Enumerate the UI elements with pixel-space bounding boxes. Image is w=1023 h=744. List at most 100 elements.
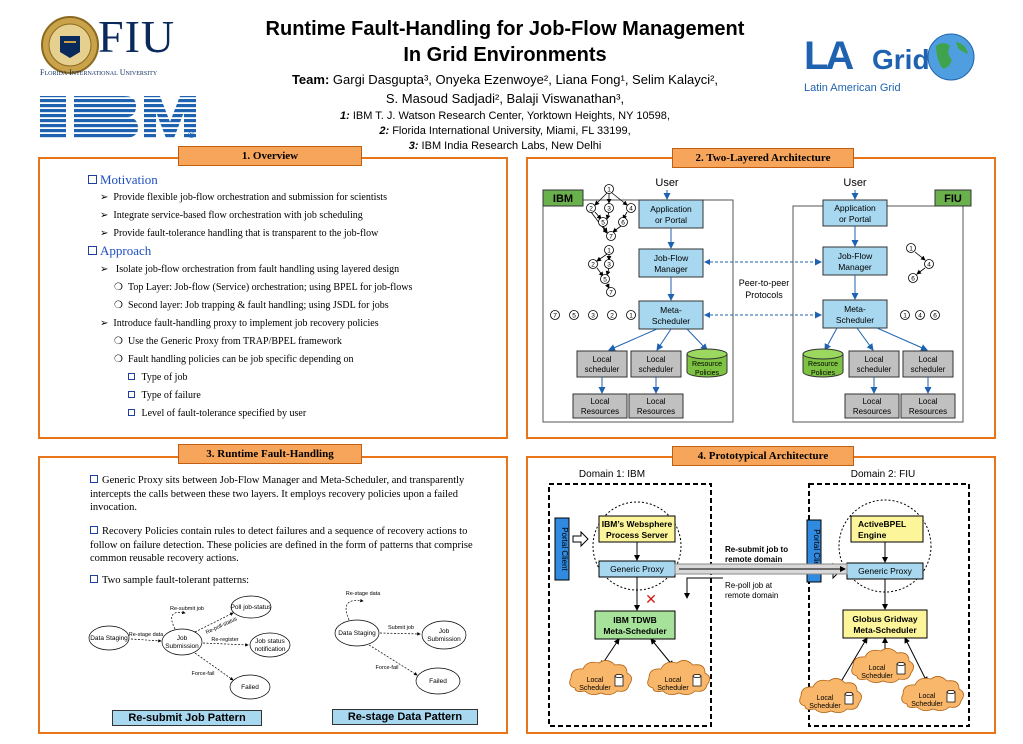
svg-text:3: 3 bbox=[607, 205, 611, 212]
svg-text:Job: Job bbox=[177, 635, 188, 642]
svg-text:3: 3 bbox=[591, 312, 595, 319]
fiu-logo: FIU Florida International University bbox=[40, 11, 200, 84]
svg-text:Local: Local bbox=[919, 693, 936, 700]
meta-scheduler-left bbox=[638, 300, 704, 330]
local-resources-right-2 bbox=[900, 393, 956, 419]
fiu-domain-tag bbox=[934, 189, 972, 207]
square-bullet-icon bbox=[90, 526, 98, 534]
meta-scheduler-right bbox=[822, 299, 888, 329]
square-bullet-icon bbox=[128, 373, 135, 380]
poster-title-line2: In Grid Environments bbox=[403, 44, 607, 66]
fault-paragraph-1: Generic Proxy sits between Job-Flow Mana… bbox=[90, 475, 465, 513]
team-line1: Team: Gargi Dasgupta³, Onyeka Ezenwoye²,… bbox=[200, 72, 810, 87]
rs-job-submission-state bbox=[161, 628, 203, 656]
square-bullet-icon bbox=[88, 246, 97, 255]
svg-text:2: 2 bbox=[610, 312, 614, 319]
svg-text:Resources: Resources bbox=[637, 407, 675, 416]
fault-paragraph-3: Two sample fault-tolerant patterns: bbox=[90, 574, 490, 588]
portal-client-left bbox=[554, 517, 570, 581]
rs-poll-status-state bbox=[230, 595, 272, 619]
svg-text:Submission: Submission bbox=[165, 643, 199, 650]
lagrid-subtitle: Latin American Grid bbox=[804, 82, 901, 94]
flow-node-mid-5: 5 bbox=[600, 274, 610, 284]
ibm-domain-label: IBM bbox=[553, 193, 573, 205]
svg-text:Application: Application bbox=[834, 203, 876, 213]
domain1-box bbox=[548, 483, 712, 727]
svg-text:1: 1 bbox=[629, 312, 633, 319]
svg-text:Data Staging: Data Staging bbox=[90, 635, 128, 642]
svg-text:2: 2 bbox=[591, 261, 595, 268]
svg-text:Local: Local bbox=[665, 677, 682, 684]
svg-text:Scheduler: Scheduler bbox=[861, 673, 893, 680]
svg-text:Local: Local bbox=[646, 355, 665, 364]
svg-text:Re-poll-status: Re-poll-status bbox=[205, 616, 239, 636]
svg-text:scheduler: scheduler bbox=[585, 365, 620, 374]
team-label: Team: bbox=[291, 72, 330, 87]
svg-text:Generic Proxy: Generic Proxy bbox=[610, 564, 665, 574]
overview-title: 1. Overview bbox=[178, 146, 362, 166]
affiliation-2: 2: Florida International University, Mia… bbox=[379, 125, 631, 137]
flow-node-right-1: 1 bbox=[906, 243, 916, 253]
domain2-label: Domain 2: FIU bbox=[851, 469, 915, 480]
type-item-2: Type of failure bbox=[128, 390, 201, 401]
svg-text:Resources: Resources bbox=[909, 407, 947, 416]
ibm-logo: ® bbox=[38, 94, 198, 144]
flow-node-top-2: 2 bbox=[586, 203, 596, 213]
svg-text:Portal Client: Portal Client bbox=[560, 527, 569, 571]
svg-text:Resource: Resource bbox=[692, 361, 722, 368]
svg-text:Resource: Resource bbox=[808, 361, 838, 368]
ibm-domain-box bbox=[542, 199, 734, 423]
approach-sub-2b: ❍ Fault handling policies can be job spe… bbox=[114, 354, 354, 365]
svg-text:Meta-: Meta- bbox=[844, 304, 866, 314]
approach-heading: Approach bbox=[88, 243, 151, 259]
local-resources-left-1 bbox=[572, 393, 628, 419]
type-item-1: Type of job bbox=[128, 372, 187, 383]
flow-node-top-3: 3 bbox=[604, 203, 614, 213]
fiu-domain-label: FIU bbox=[944, 193, 962, 205]
flow-node-mid-7: 7 bbox=[606, 287, 616, 297]
flow-node-top-5: 5 bbox=[598, 217, 608, 227]
resubmit-remote-label-2: remote domain bbox=[725, 555, 782, 564]
fiu-wordmark: FIU bbox=[98, 11, 176, 62]
type-item-3: Level of fault-tolerance specified by us… bbox=[128, 408, 306, 419]
team-members-1: Gargi Dasgupta³, Onyeka Ezenwoye², Liana… bbox=[332, 72, 719, 87]
square-bullet-icon bbox=[88, 175, 97, 184]
database-icon bbox=[844, 692, 854, 705]
repoll-arrow bbox=[684, 577, 723, 599]
svg-text:Policies: Policies bbox=[695, 370, 720, 377]
svg-text:Manager: Manager bbox=[838, 262, 872, 272]
job-flow-graph-right bbox=[914, 251, 926, 275]
svg-text:Local: Local bbox=[590, 397, 609, 406]
fiu-seal-icon bbox=[41, 16, 99, 74]
svg-text:Manager: Manager bbox=[654, 264, 688, 274]
ibm-striped-logo-icon bbox=[40, 96, 196, 138]
svg-text:4: 4 bbox=[927, 261, 931, 268]
rs-status-notification-state bbox=[249, 632, 291, 658]
flow-node-top-1: 1 bbox=[604, 184, 614, 194]
fiu-university-name: Florida International University bbox=[40, 68, 158, 77]
svg-text:Meta-Scheduler: Meta-Scheduler bbox=[853, 625, 917, 635]
affiliation-3: 3: IBM India Research Labs, New Delhi bbox=[408, 140, 602, 152]
resubmit-job-pattern: Data Staging Job Submission Poll job-sta… bbox=[88, 595, 291, 700]
resource-policies-left: Resource Policies bbox=[686, 348, 728, 378]
square-bullet-icon bbox=[128, 391, 135, 398]
svg-text:Force-fail: Force-fail bbox=[376, 665, 399, 671]
svg-text:5: 5 bbox=[603, 276, 607, 283]
team-line2: S. Masoud Sadjadi², Balaji Viswanathan³, bbox=[385, 91, 625, 106]
svg-text:Scheduler: Scheduler bbox=[579, 685, 611, 692]
fault-pattern-diagrams: Data Staging Job Submission Poll job-sta… bbox=[88, 591, 467, 700]
svg-text:Scheduler: Scheduler bbox=[652, 316, 690, 326]
app-portal-left bbox=[638, 199, 704, 229]
svg-text:1: 1 bbox=[607, 186, 611, 193]
repoll-remote-label-1: Re-poll job at bbox=[725, 581, 773, 590]
svg-text:Local: Local bbox=[646, 397, 665, 406]
svg-text:scheduler: scheduler bbox=[857, 365, 892, 374]
rg-data-staging-state bbox=[334, 619, 380, 647]
websphere-box bbox=[598, 515, 676, 543]
svg-text:3: 3 bbox=[607, 261, 611, 268]
svg-text:1: 1 bbox=[607, 247, 611, 254]
svg-text:Job-Flow: Job-Flow bbox=[654, 253, 689, 263]
